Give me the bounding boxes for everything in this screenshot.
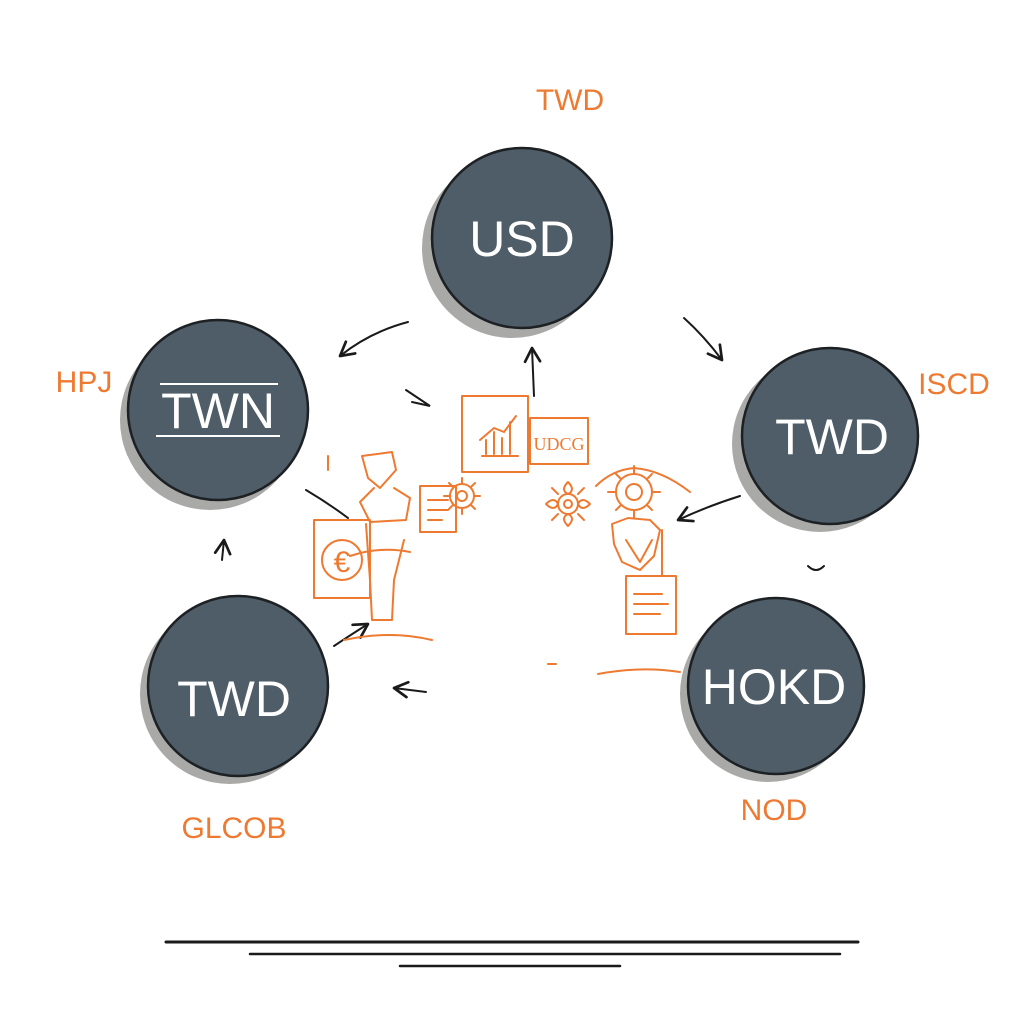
node-twd-left: TWD — [140, 594, 330, 784]
arrow-center-to-usd — [523, 346, 542, 397]
node-disc — [126, 318, 310, 502]
flower-gear-icon — [545, 481, 591, 527]
node-hokd: HOKD — [680, 596, 866, 782]
node-disc — [686, 596, 866, 776]
outer-labels: TWD HPJ ISCD GLCOB NOD — [56, 84, 990, 845]
node-label-usd: USD — [469, 211, 575, 267]
node-twn: TWN — [120, 318, 310, 510]
central-illustration: UDCG € — [313, 395, 691, 675]
node-label-hokd: HOKD — [702, 659, 846, 715]
baseline-strokes — [164, 940, 860, 968]
arrow-hokd-to-twd-left — [392, 680, 427, 699]
node-twd-right: TWD — [732, 346, 920, 532]
gear-icon-large — [595, 465, 691, 519]
person-icon-right — [547, 517, 681, 675]
node-label-twd-right: TWD — [775, 409, 889, 465]
card-text: UDCG — [533, 434, 584, 454]
node-label-twn: TWN — [161, 383, 275, 439]
label-left: HPJ — [56, 366, 113, 399]
node-disc — [146, 594, 330, 778]
node-usd: USD — [422, 146, 614, 338]
node-disc — [740, 346, 920, 526]
node-label-twd-left: TWD — [177, 671, 291, 727]
label-top: TWD — [536, 84, 604, 117]
arrow-twd-right-to-hokd — [807, 565, 825, 571]
document-icon — [419, 485, 457, 533]
node-disc — [430, 146, 614, 330]
arrow-twd-left-to-twn — [213, 538, 232, 561]
currency-symbol: € — [334, 546, 351, 579]
label-bottom-left: GLCOB — [181, 812, 286, 845]
person-icon — [327, 451, 433, 641]
cycle-arrows — [213, 317, 825, 699]
arrow-twd-right-to-center — [676, 495, 741, 523]
arrow-usd-to-twd-right — [683, 317, 724, 362]
arrow-twd-left-to-center — [333, 622, 370, 647]
gear-icon — [443, 477, 481, 515]
bar-chart-icon — [461, 395, 529, 473]
label-right: ISCD — [918, 368, 990, 401]
arrow-small-center-left — [405, 389, 431, 407]
arrow-twn-to-center — [305, 489, 349, 519]
euro-icon: € — [313, 519, 371, 599]
udcg-card: UDCG — [529, 417, 589, 465]
arrow-usd-to-twn — [338, 321, 409, 358]
label-bottom-right: NOD — [741, 794, 808, 827]
